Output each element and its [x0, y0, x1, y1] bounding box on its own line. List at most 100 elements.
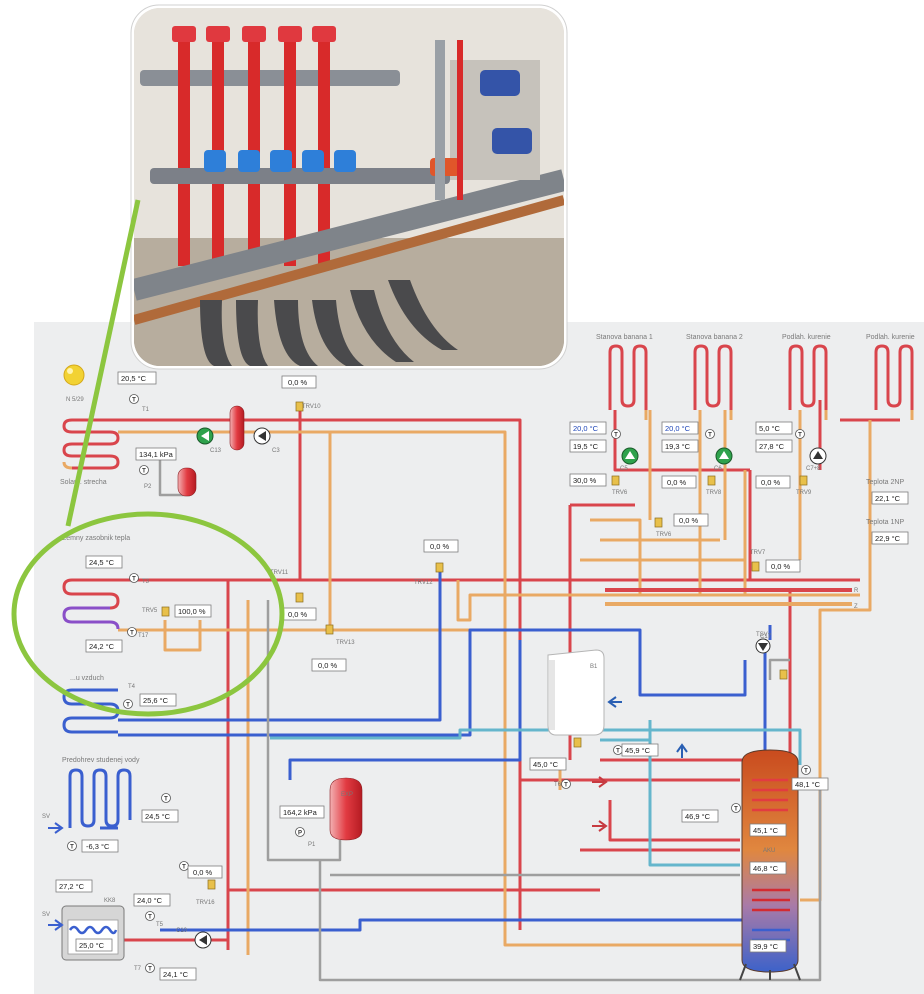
- svg-text:T: T: [164, 797, 168, 803]
- svg-text:0,0 %: 0,0 %: [193, 868, 213, 877]
- tsv-label: TSV: [756, 632, 768, 638]
- trv12-label: TRV12: [414, 580, 433, 586]
- pump-c17[interactable]: [756, 639, 770, 653]
- small-exp-vessel: [178, 468, 196, 496]
- air-label: ...u vzduch: [70, 675, 104, 682]
- temp-sensor-icon: T: [146, 912, 155, 921]
- svg-text:24,1 °C: 24,1 °C: [163, 970, 189, 979]
- svg-text:-6,3 °C: -6,3 °C: [86, 842, 110, 851]
- svg-text:19,5 °C: 19,5 °C: [573, 442, 599, 451]
- kk8-top-temp-value: 27,2 °C: [56, 880, 92, 892]
- sv-temp-value: -6,3 °C: [82, 840, 118, 852]
- room2-act-temp-value: 19,3 °C: [662, 440, 698, 452]
- pump-c13[interactable]: [197, 428, 213, 444]
- air-temp-value: 25,6 °C: [140, 694, 176, 706]
- svg-text:T: T: [148, 915, 152, 921]
- c13-label: C13: [210, 448, 222, 454]
- trv10-percent-value: 0,0 %: [282, 376, 316, 388]
- pump-c6[interactable]: [716, 448, 732, 464]
- sv2-label: SV: [42, 912, 50, 918]
- trv10-label: TRV10: [302, 404, 321, 410]
- pump-c7[interactable]: [810, 448, 826, 464]
- svg-text:T: T: [132, 398, 136, 404]
- svg-text:0,0 %: 0,0 %: [430, 542, 450, 551]
- trv6-percent-value: 0,0 %: [674, 514, 708, 526]
- temp-sensor-icon: T: [614, 746, 623, 755]
- p1-label: P1: [308, 842, 316, 848]
- kk8-mid-temp-value: 24,0 °C: [134, 894, 170, 906]
- svg-text:25,0 °C: 25,0 °C: [79, 941, 105, 950]
- svg-text:25,6 °C: 25,6 °C: [143, 696, 169, 705]
- svg-text:46,8 °C: 46,8 °C: [753, 864, 779, 873]
- svg-text:T: T: [616, 749, 620, 755]
- teplota1-value: 22,9 °C: [872, 532, 908, 544]
- svg-text:T: T: [614, 433, 618, 439]
- svg-text:24,5 °C: 24,5 °C: [145, 812, 171, 821]
- temp-sensor-icon: T: [130, 395, 139, 404]
- svg-text:T: T: [182, 865, 186, 871]
- temp-sensor-icon: T: [130, 574, 139, 583]
- kk8-bottom-temp-value: 24,1 °C: [160, 968, 196, 980]
- trv5-percent-value: 100,0 %: [175, 605, 211, 617]
- trv6b-label: TRV6: [656, 532, 672, 538]
- z-label: Z: [854, 604, 858, 610]
- floor-set-temp-value: 5,0 °C: [756, 422, 792, 434]
- aku-bottom-temp-value: 39,9 °C: [750, 940, 786, 952]
- temp-sensor-icon: T: [146, 964, 155, 973]
- svg-text:134,1 kPa: 134,1 kPa: [139, 450, 174, 459]
- trv5-label: TRV5: [142, 608, 158, 614]
- boiler-b1: [548, 650, 604, 735]
- kk8-unit: [62, 906, 124, 960]
- svg-text:48,1 °C: 48,1 °C: [795, 780, 821, 789]
- c5-label: C5: [620, 466, 628, 472]
- aku-mid-temp-value: 46,8 °C: [750, 862, 786, 874]
- temp-sensor-icon: T: [732, 804, 741, 813]
- floor-heating1-label: Podlah. kurenie: [782, 334, 831, 341]
- b1-left-temp-value: 45,0 °C: [530, 758, 566, 770]
- pump-c5[interactable]: [622, 448, 638, 464]
- pressure-sensor-icon: P: [296, 828, 305, 837]
- pump-c10[interactable]: [195, 932, 211, 948]
- svg-text:T: T: [70, 845, 74, 851]
- svg-text:45,0 °C: 45,0 °C: [533, 760, 559, 769]
- svg-text:19,3 °C: 19,3 °C: [665, 442, 691, 451]
- kk8-inner-temp-value: 25,0 °C: [76, 939, 112, 951]
- exp-vessel: [330, 778, 362, 840]
- svg-text:T: T: [708, 433, 712, 439]
- trv7-percent-value: 0,0 %: [766, 560, 800, 572]
- trv13-label: TRV13: [336, 640, 355, 646]
- svg-text:T: T: [142, 469, 146, 475]
- floor-act-temp-value: 27,8 °C: [756, 440, 792, 452]
- svg-text:T: T: [564, 783, 568, 789]
- c7-label: C7+8: [806, 466, 821, 472]
- t5-label: T5: [156, 922, 164, 928]
- temp-sensor-icon: T: [796, 430, 805, 439]
- svg-text:30,0 %: 30,0 %: [573, 476, 597, 485]
- t4-label: T4: [128, 684, 136, 690]
- t7-label: T7: [134, 966, 142, 972]
- pressure1-value: 134,1 kPa: [136, 448, 176, 460]
- svg-text:T: T: [804, 769, 808, 775]
- temp-sensor-icon: T: [140, 466, 149, 475]
- c6-label: C6: [714, 466, 722, 472]
- svg-text:0,0 %: 0,0 %: [679, 516, 699, 525]
- manifold-photo: [131, 5, 567, 369]
- temp-sensor-icon: T: [68, 842, 77, 851]
- svg-text:0,0 %: 0,0 %: [288, 378, 308, 387]
- svg-text:20,0 °C: 20,0 °C: [665, 424, 691, 433]
- solar-temp-value: 20,5 °C: [118, 372, 156, 384]
- svg-text:T: T: [798, 433, 802, 439]
- temp-sensor-icon: T: [706, 430, 715, 439]
- trv11-percent-value: 0,0 %: [282, 608, 316, 620]
- room1-set-temp-value: 20,0 °C: [570, 422, 606, 434]
- svg-text:0,0 %: 0,0 %: [771, 562, 791, 571]
- svg-text:24,0 °C: 24,0 °C: [137, 896, 163, 905]
- exp-label: EXP: [341, 792, 353, 798]
- pump-c3[interactable]: [254, 428, 270, 444]
- temp-sensor-icon: T: [612, 430, 621, 439]
- trv6-label: TRV6: [612, 490, 628, 496]
- svg-text:0,0 %: 0,0 %: [318, 661, 338, 670]
- svg-text:22,9 °C: 22,9 °C: [875, 534, 901, 543]
- buffer-vessel-top: [230, 406, 244, 450]
- predohrev-label: Predohrev studenej vody: [62, 757, 140, 764]
